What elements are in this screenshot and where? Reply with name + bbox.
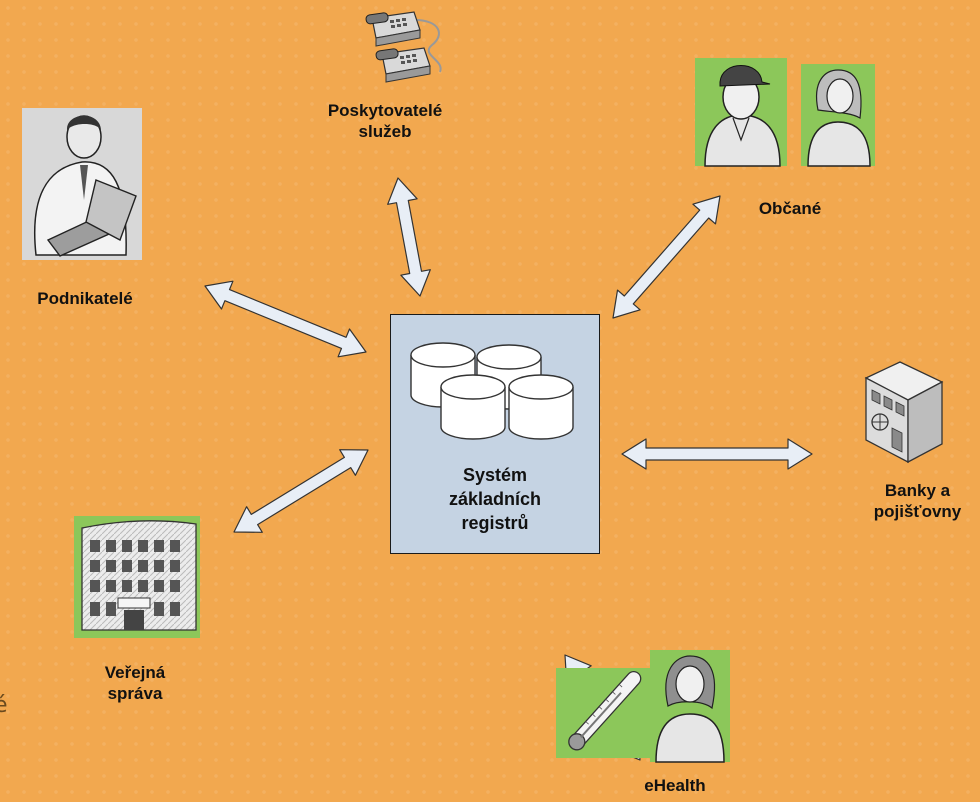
slide-edge-character: é — [0, 693, 8, 718]
arrow-poskytovatele — [387, 177, 431, 297]
arrow-obcane — [612, 195, 721, 319]
poskytovatele-line2: služeb — [358, 122, 412, 141]
verejna-line2: správa — [107, 684, 163, 703]
obcane-line1: Občané — [758, 199, 822, 218]
central-registry-box: Systém základních registrů — [390, 314, 600, 554]
banky-line2: pojišťovny — [873, 502, 962, 521]
telephone-icon — [365, 11, 442, 83]
arrow-banky — [621, 438, 813, 470]
citizens-icon — [695, 58, 875, 167]
central-registry-label: Systém základních registrů — [391, 463, 599, 535]
arrow-podnikatele — [204, 280, 367, 358]
label-banky: Banky a pojišťovny — [855, 480, 980, 522]
label-podnikatele: Podnikatelé — [0, 288, 170, 309]
center-label-line1: Systém — [462, 465, 528, 485]
ehealth-line1: eHealth — [644, 776, 706, 795]
office-building-icon — [74, 516, 200, 638]
label-verejna-sprava: Veřejná správa — [70, 662, 200, 704]
database-cylinders-icon — [410, 342, 574, 440]
center-label-line2: základních — [448, 489, 542, 509]
verejna-line1: Veřejná — [104, 663, 166, 682]
center-label-line3: registrů — [461, 513, 529, 533]
arrow-verejna-sprava — [233, 449, 369, 533]
label-obcane: Občané — [735, 198, 845, 219]
bank-building-icon — [864, 361, 944, 464]
label-ehealth: eHealth — [615, 775, 735, 796]
poskytovatele-line1: Poskytovatelé — [327, 101, 443, 120]
podnikatele-line1: Podnikatelé — [37, 289, 133, 308]
thermometer-doctor-icon — [556, 650, 730, 763]
label-poskytovatele: Poskytovatelé služeb — [310, 100, 460, 142]
businessman-laptop-icon — [22, 108, 142, 260]
banky-line1: Banky a — [884, 481, 951, 500]
